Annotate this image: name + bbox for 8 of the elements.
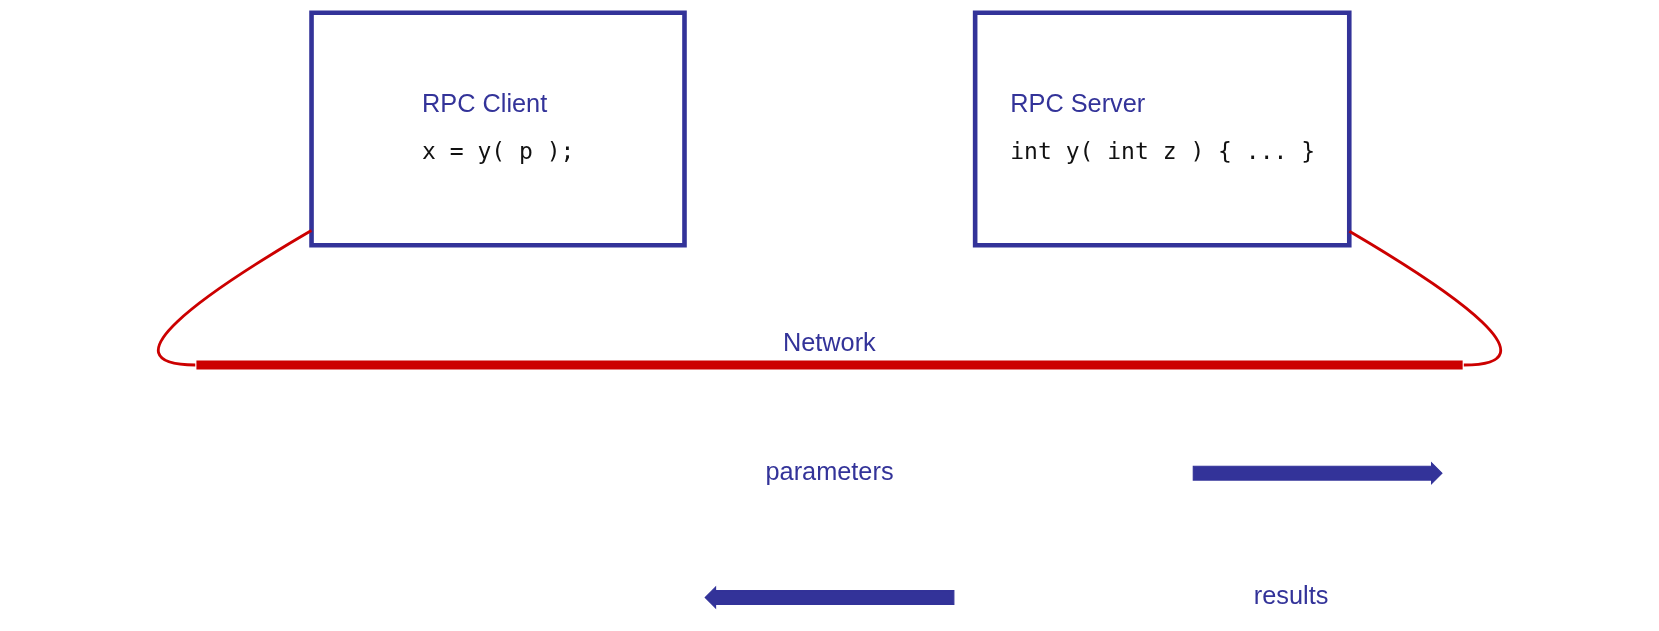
connector <box>157 229 313 367</box>
node-box: RPC Server int y( int z ) { ... } <box>972 10 1352 248</box>
connector <box>1348 230 1502 367</box>
label: parameters <box>765 456 894 485</box>
node-label: Network <box>782 327 876 356</box>
node-bar <box>196 360 1463 370</box>
node-box: RPC Client x = y( p ); <box>309 10 687 248</box>
label: results <box>1253 580 1329 609</box>
